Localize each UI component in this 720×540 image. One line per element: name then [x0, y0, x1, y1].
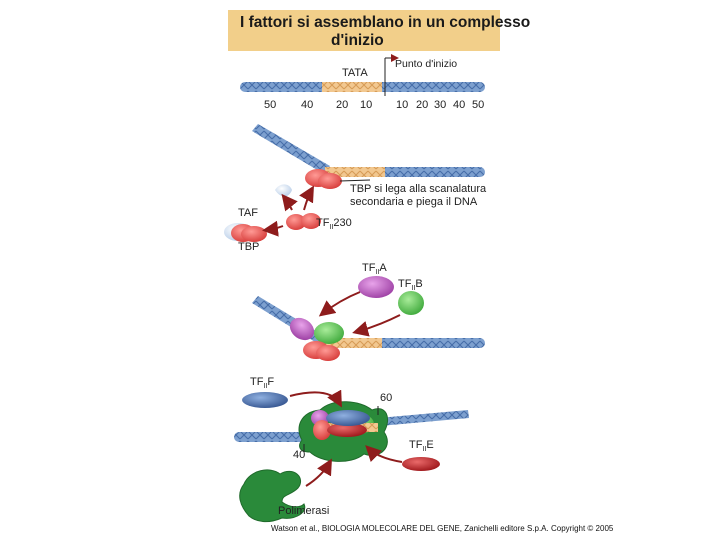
tfiid-complex [224, 223, 267, 242]
arrow-to-taf [281, 193, 298, 212]
tfiie-free [402, 457, 440, 471]
tick-label: 50 [264, 99, 276, 111]
position-ticks: 50 40 20 10 10 20 30 40 50 [264, 99, 484, 111]
tbp-bound [313, 420, 331, 440]
tbp-bound [303, 341, 340, 361]
arrow-to-dna [299, 185, 314, 211]
tfii230-label: TFII230 [316, 217, 352, 231]
tfiia-label: TFIIA [362, 262, 387, 276]
tfiif-free [242, 392, 288, 408]
panel-3-tfiia-tfiib: TFIIA TFIIB [252, 262, 485, 361]
tata-box [325, 167, 385, 177]
dna-strand-bent [252, 124, 330, 174]
tfiif-bound [326, 410, 370, 426]
tbp-label: TBP [238, 241, 259, 253]
tfiia-free [358, 276, 394, 298]
tick-label: 10 [360, 99, 372, 111]
dna-strand-bent [252, 296, 326, 345]
tata-label: TATA [342, 67, 368, 79]
polymerase-label: Polimerasi [278, 505, 329, 517]
arrow-from-tfiid [262, 220, 284, 237]
dna-strand-left [234, 432, 316, 442]
tfii230 [286, 213, 321, 230]
tbp-pointer [339, 179, 371, 182]
title-banner: I fattori si assemblano in un complesso … [228, 10, 530, 51]
tick-label: 10 [396, 99, 408, 111]
taf-label: TAF [238, 207, 258, 219]
title-line-1: I fattori si assemblano in un complesso [240, 14, 531, 31]
tbp-note-2: secondaria e piega il DNA [350, 196, 478, 208]
tfiif-label: TFIIF [250, 376, 274, 390]
tick-label: 20 [336, 99, 348, 111]
tfiib-label: TFIIB [398, 278, 423, 292]
arrow-tfiif [289, 389, 342, 408]
tick-label: 50 [472, 99, 484, 111]
arrow-polymerase [305, 458, 332, 487]
tfiib-free [398, 291, 424, 315]
tfiia-bound [289, 317, 315, 341]
pos40-label: 40 [293, 449, 305, 461]
arrow-tfiia [318, 291, 361, 317]
tick-label: 30 [434, 99, 446, 111]
pos60-label: 60 [380, 392, 392, 404]
tfiie-label: TFIIE [409, 439, 434, 453]
panel-2-tbp-binding: TBP si lega alla scanalatura secondaria … [224, 124, 487, 253]
tbp-note-1: TBP si lega alla scanalatura [350, 183, 487, 195]
taf-free [275, 184, 292, 197]
tick-label: 40 [301, 99, 313, 111]
tbp-bound [305, 169, 342, 189]
tata-box [322, 338, 382, 348]
tick-label: 20 [416, 99, 428, 111]
arrow-tfiib [352, 314, 401, 337]
arrow-tfiie [365, 445, 403, 463]
title-line-2: d'inizio [331, 32, 384, 49]
tfiie-bound [327, 423, 367, 437]
copyright-credit: Watson et al., BIOLOGIA MOLECOLARE DEL G… [271, 524, 614, 533]
tick-label: 40 [453, 99, 465, 111]
start-site-label: Punto d'inizio [395, 58, 457, 70]
polymerase-free [239, 469, 306, 523]
panel-4-preinitiation: 60 40 TFIIF TFIIE Polimerasi [234, 376, 469, 523]
tata-box [322, 82, 382, 92]
panel-1-dna: TATA Punto d'inizio 50 40 20 10 10 20 30… [240, 54, 485, 111]
tfiib-bound [314, 322, 344, 344]
